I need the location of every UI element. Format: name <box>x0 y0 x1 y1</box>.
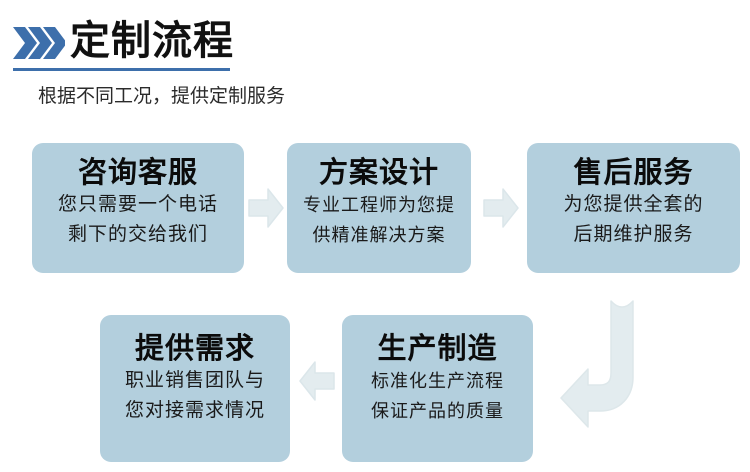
page-title: 定制流程 <box>70 19 234 63</box>
flow-card-line: 职业销售团队与 <box>124 370 265 391</box>
flow-card-solution-design[interactable]: 方案设计 专业工程师为您提 供精准解决方案 <box>287 143 471 273</box>
flow-card-title: 方案设计 <box>318 157 439 189</box>
flow-card-title: 售后服务 <box>573 157 694 189</box>
flow-card-line: 您只需要一个电话 <box>57 194 218 215</box>
flow-card-production-manufacturing[interactable]: 生产制造 标准化生产流程 保证产品的质量 <box>342 315 533 462</box>
flow-card-title: 生产制造 <box>377 333 498 365</box>
flow-card-title: 咨询客服 <box>77 157 198 189</box>
header: 定制流程 根据不同工况，提供定制服务 <box>0 0 750 130</box>
flow-card-line: 您对接需求情况 <box>124 400 265 421</box>
flow-card-line: 为您提供全套的 <box>563 194 704 215</box>
arrow-left-icon <box>296 358 336 405</box>
arrow-right-icon <box>482 185 520 231</box>
arrow-right-icon <box>247 185 285 231</box>
flow-card-line: 保证产品的质量 <box>371 401 504 421</box>
flow-card-after-sales-service[interactable]: 售后服务 为您提供全套的 后期维护服务 <box>527 143 740 273</box>
title-underline <box>13 68 230 71</box>
flow-card-provide-requirements[interactable]: 提供需求 职业销售团队与 您对接需求情况 <box>100 315 290 462</box>
flow-card-consult-service[interactable]: 咨询客服 您只需要一个电话 剩下的交给我们 <box>32 143 244 273</box>
flow-card-line: 标准化生产流程 <box>371 371 504 391</box>
flow-card-line: 专业工程师为您提 <box>303 195 455 215</box>
flow-card-line: 剩下的交给我们 <box>67 224 208 245</box>
flow-card-title: 提供需求 <box>134 333 255 365</box>
triple-chevron-right-icon <box>13 26 67 60</box>
page-subtitle: 根据不同工况，提供定制服务 <box>38 86 286 107</box>
flow-card-line: 供精准解决方案 <box>312 225 446 245</box>
flow-card-line: 后期维护服务 <box>573 224 694 245</box>
arrow-bend-down-left-icon <box>558 293 670 445</box>
